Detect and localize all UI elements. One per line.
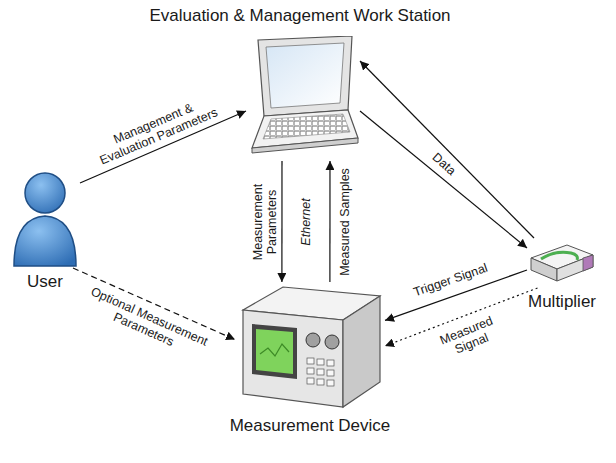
edge-label: Measured Signal — [431, 311, 506, 363]
node-label: User — [25, 272, 65, 292]
user-icon — [10, 168, 80, 268]
arrow — [360, 111, 527, 248]
node-label: Measurement Device — [228, 416, 393, 436]
laptop-icon — [240, 36, 360, 161]
measurement-device-icon — [235, 282, 385, 410]
user-node: User — [10, 168, 80, 292]
link-label: Ethernet — [299, 198, 313, 245]
multiplier-icon — [527, 238, 597, 288]
device-node: Measurement Device — [228, 282, 393, 436]
node-label: Evaluation & Management Work Station — [147, 6, 452, 26]
edge-label: Measured Samples — [338, 162, 352, 282]
multiplier-node: Multiplier — [526, 238, 598, 312]
edge-label: Measurement Parameters — [250, 170, 278, 275]
arrow — [360, 61, 534, 238]
node-label: Multiplier — [526, 292, 598, 312]
arrow — [281, 161, 282, 282]
edge-label: Optional Measurement Parameters — [79, 283, 214, 363]
edge-label: Data — [424, 145, 463, 182]
arrow — [329, 161, 330, 282]
edge-label: Trigger Signal — [403, 258, 497, 302]
workstation-node: Evaluation & Management Work Station — [147, 6, 452, 161]
